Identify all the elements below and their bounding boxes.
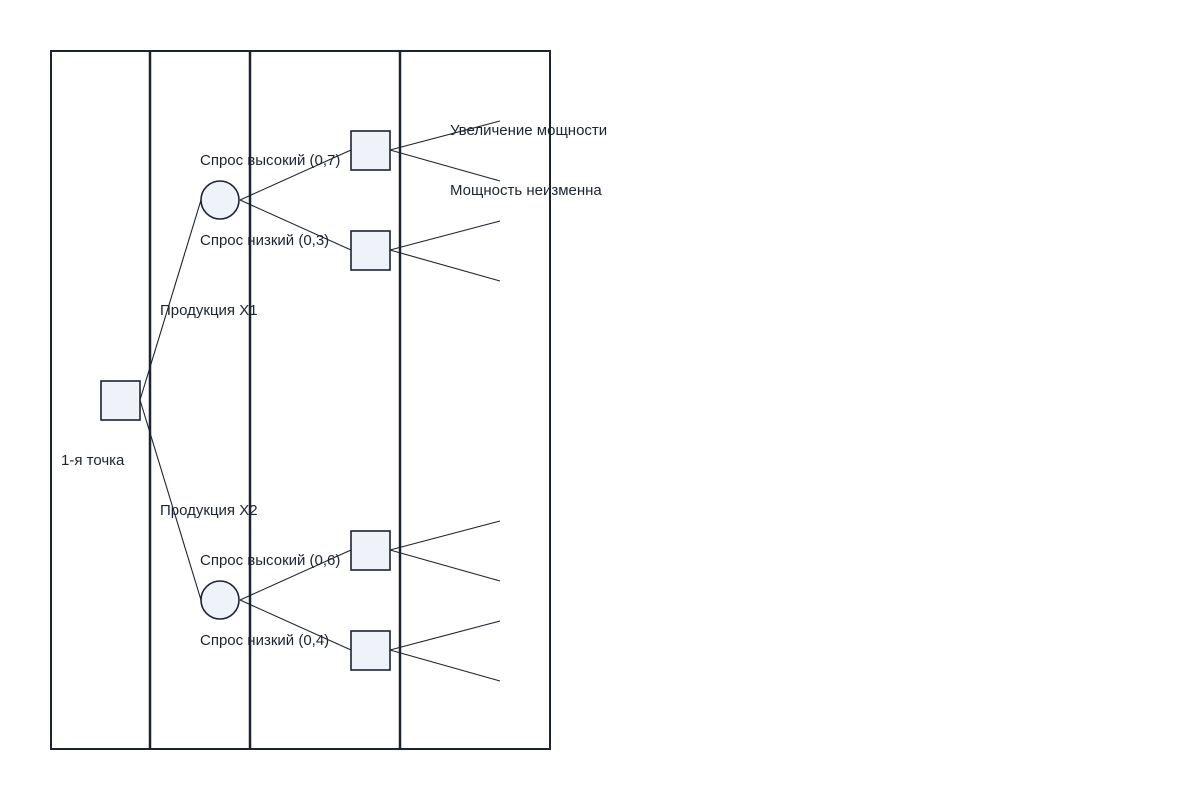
edge-option-x2-high-b: [389, 549, 501, 582]
edge-option-x1-high-increase: [389, 120, 501, 151]
edge-option-x1-low-a: [389, 220, 501, 251]
edge-option-x2-low-b: [389, 649, 501, 682]
chance-node-x1: [200, 180, 240, 220]
diagram-frame: [50, 50, 551, 750]
product-x2-label: Продукция X2: [160, 502, 258, 519]
edge-x2-high: [239, 549, 352, 601]
x2-demand-low-label: Спрос низкий (0,4): [200, 632, 329, 649]
x1-demand-low-label: Спрос низкий (0,3): [200, 232, 329, 249]
x2-demand-high-label: Спрос высокий (0,6): [200, 552, 340, 569]
edge-x1-low: [239, 199, 352, 251]
edge-option-x2-low-a: [389, 620, 501, 651]
edge-option-x1-high-unchanged: [389, 149, 501, 182]
edge-option-x2-high-a: [389, 520, 501, 551]
edge-x2-low: [239, 599, 352, 651]
edge-option-x1-low-b: [389, 249, 501, 282]
option-increase-capacity-label: Увеличение мощности: [450, 122, 607, 139]
edge-root-to-x2: [139, 399, 202, 601]
root-label: 1-я точка: [61, 452, 125, 469]
chance-node-x2: [200, 580, 240, 620]
decision-node-x1-high: [350, 130, 391, 171]
x1-demand-high-label: Спрос высокий (0,7): [200, 152, 340, 169]
product-x1-label: Продукция X1: [160, 302, 258, 319]
edge-root-to-x1: [139, 199, 202, 401]
decision-node-x2-high: [350, 530, 391, 571]
edge-x1-high: [239, 149, 352, 201]
root-decision-node: [100, 380, 141, 421]
decision-node-x2-low: [350, 630, 391, 671]
decision-node-x1-low: [350, 230, 391, 271]
option-capacity-unchanged-label: Мощность неизменна: [450, 182, 602, 199]
